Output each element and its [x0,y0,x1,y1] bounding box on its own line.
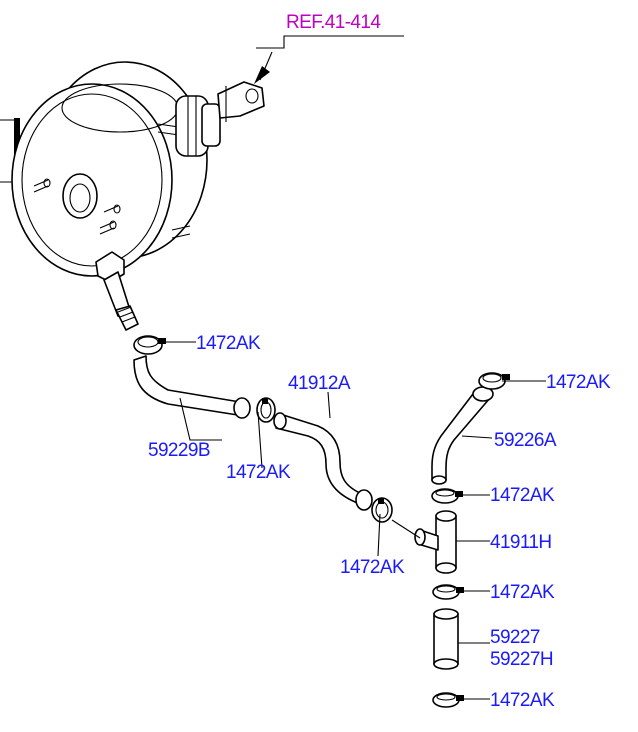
clamp-1 [133,335,166,355]
clamp-8 [431,488,463,504]
part-label-59226a[interactable]: 59226A [494,430,557,451]
brake-booster [0,61,265,331]
part-label-59227h[interactable]: 59227H [490,649,554,670]
part-label-1472ak[interactable]: 1472AK [340,557,406,578]
part-label-1472ak[interactable]: 1472AK [226,462,292,483]
part-label-1472ak[interactable]: 1472AK [490,485,556,506]
part-label-1472ak[interactable]: 1472AK [196,333,262,354]
part-label-41911h[interactable]: 41911H [490,532,552,553]
part-label-41912a[interactable]: 41912A [288,373,351,394]
leader-lines [160,35,546,700]
clamp-3 [256,397,276,423]
part-label-59229b[interactable]: 59229B [148,440,211,461]
ref-label[interactable]: REF.41-414 [286,12,382,33]
short-hose [433,608,459,670]
clamp-6 [478,372,510,390]
part-label-1472ak[interactable]: 1472AK [546,372,612,393]
clamp-13 [432,692,464,708]
t-connector [414,510,457,574]
part-label-59227[interactable]: 59227 [490,627,540,648]
part-label-1472ak[interactable]: 1472AK [490,582,556,603]
clamp-10 [432,584,464,600]
clamp-5 [371,497,393,523]
part-label-1472ak[interactable]: 1472AK [490,690,556,711]
